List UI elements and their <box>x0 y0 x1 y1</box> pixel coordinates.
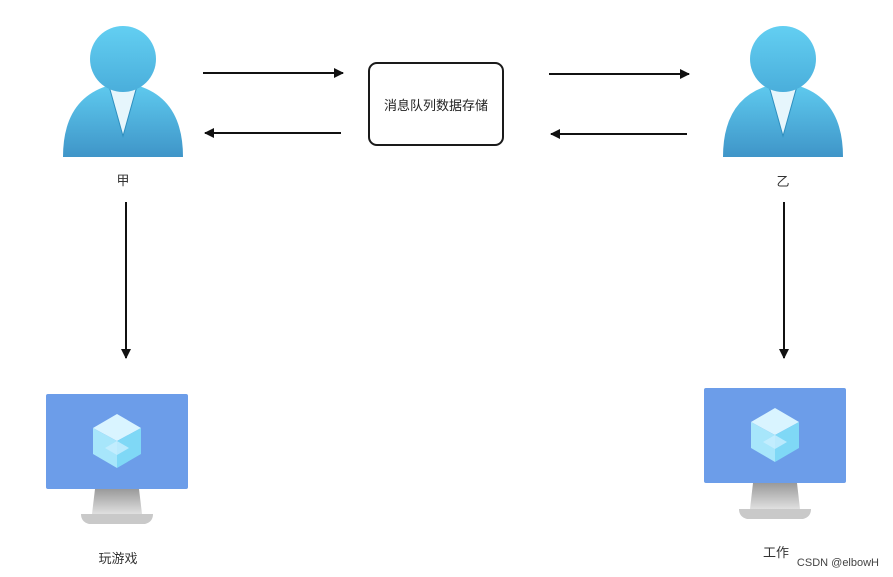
person-b-label: 乙 <box>776 175 790 190</box>
computer-a-icon <box>46 394 188 524</box>
watermark: CSDN @elbowH <box>796 557 879 569</box>
person-a-icon <box>63 26 183 157</box>
computer-b-icon <box>704 388 846 519</box>
computer-a-label: 玩游戏 <box>98 552 138 567</box>
person-b-icon <box>723 26 843 157</box>
cube-icon <box>93 414 141 468</box>
message-queue-label: 消息队列数据存储 <box>383 98 488 114</box>
person-a-label: 甲 <box>116 174 130 189</box>
message-queue-box: 消息队列数据存储 <box>368 62 504 146</box>
computer-b-label: 工作 <box>762 546 790 561</box>
cube-icon <box>751 408 799 462</box>
